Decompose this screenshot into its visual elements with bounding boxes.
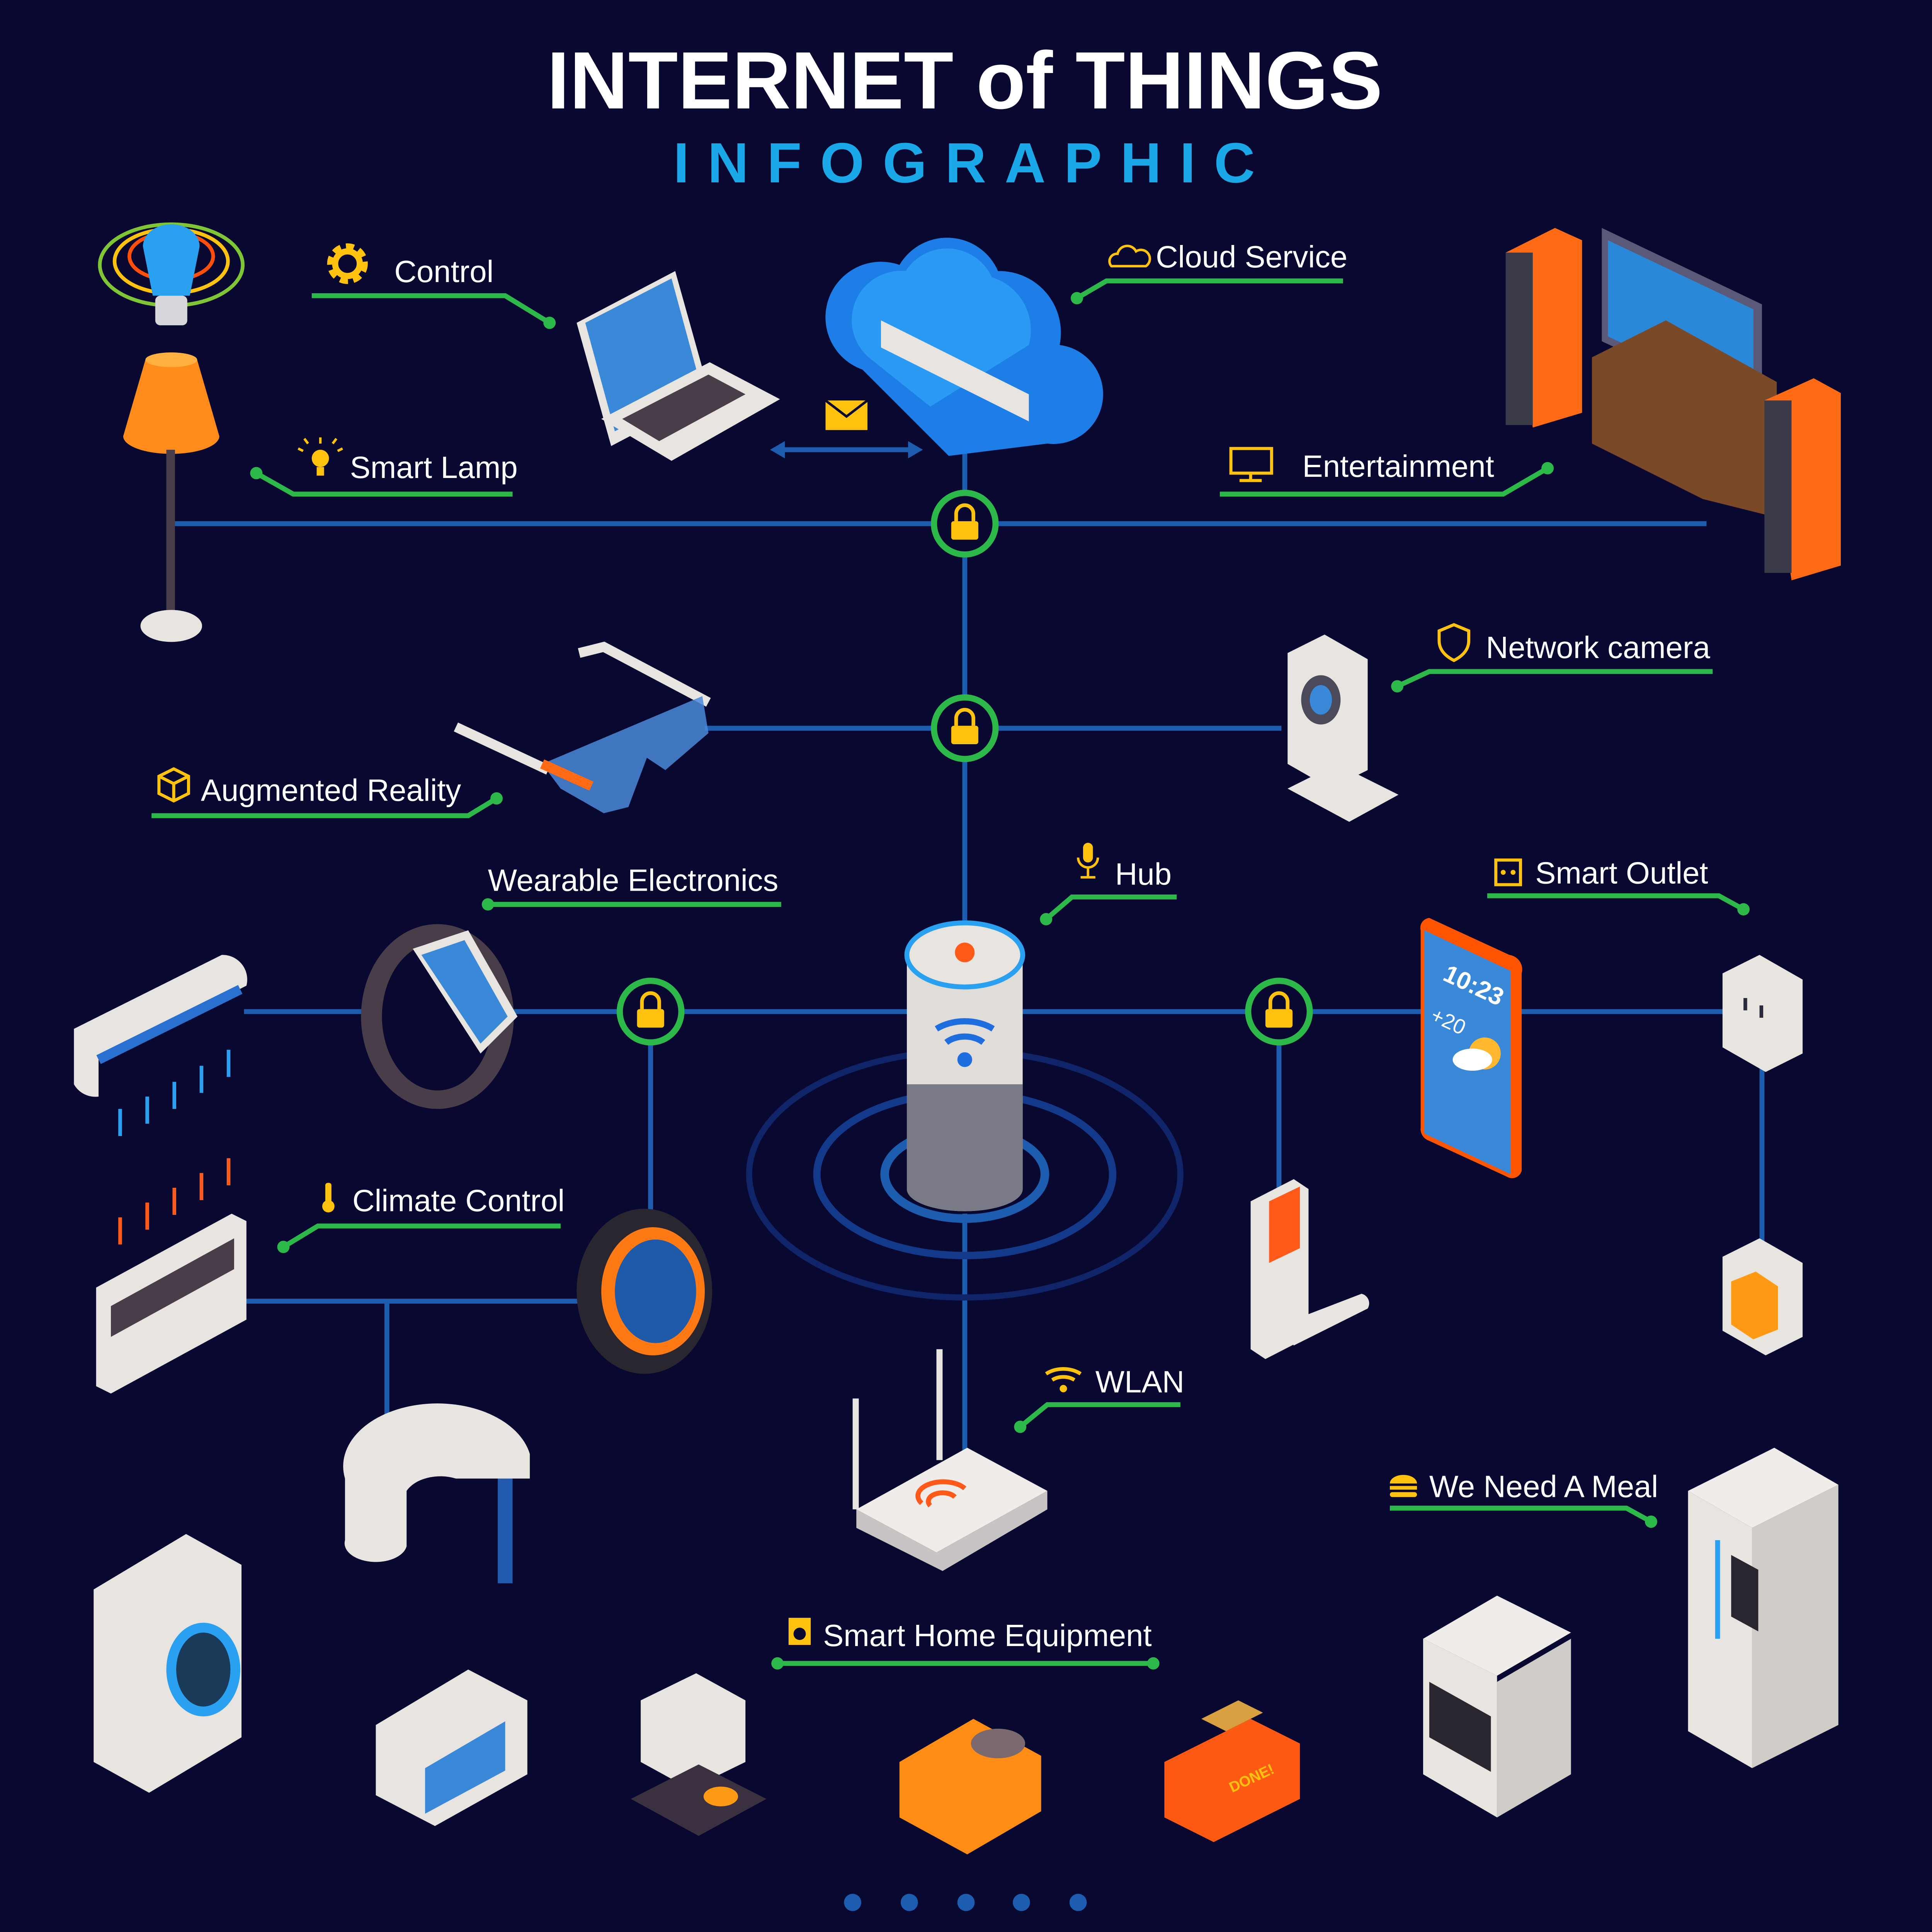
label-climate-control: Climate Control [352,1184,565,1218]
microphone-icon [1077,843,1099,879]
bidirectional-arrow [770,441,923,459]
label-cloud-service: Cloud Service [1156,240,1347,274]
network-camera [1287,634,1399,822]
refrigerator [1688,1447,1838,1768]
smart-thermostat [577,1209,713,1374]
page-subtitle: INFOGRAPHIC [673,131,1274,195]
robot-vacuum [899,1719,1041,1855]
washing-machine-icon [788,1617,811,1645]
label-network-camera: Network camera [1486,630,1711,665]
cloud-server [825,238,1103,456]
ar-glasses [454,641,711,813]
label-wearable-electronics: Wearable Electronics [488,863,779,897]
label-smart-lamp: Smart Lamp [350,450,518,485]
page-dot[interactable] [1013,1894,1030,1911]
smart-bulb [98,222,245,325]
label-entertainment: Entertainment [1303,449,1494,483]
outlet-icon [1494,858,1522,886]
label-hub: Hub [1115,857,1172,891]
toaster: DONE! [1164,1700,1300,1842]
light-switch [1722,1238,1803,1355]
cloud-icon [1108,245,1151,267]
smart-speaker-hub [904,920,1026,1211]
lock-node [1245,978,1313,1046]
lock-node [931,490,999,558]
shield-icon [1437,623,1471,662]
label-smart-home-equipment: Smart Home Equipment [823,1618,1152,1653]
label-augmented-reality: Augmented Reality [201,773,461,808]
pagination-dots[interactable] [844,1894,1087,1911]
label-control: Control [394,254,493,289]
washing-machine [94,1534,242,1793]
label-leaders [151,278,1750,1670]
cube-icon [157,767,190,803]
lock-node [931,694,999,762]
floor-lamp [123,352,219,642]
page-dot[interactable] [1069,1894,1087,1911]
label-wlan: WLAN [1095,1364,1184,1399]
smart-faucet [343,1403,530,1583]
lock-node [616,978,685,1046]
coffee-machine [631,1673,767,1836]
envelope-icon [825,399,868,430]
label-we-need-a-meal: We Need A Meal [1429,1469,1658,1503]
laptop [577,271,780,461]
wifi-icon [1045,1367,1082,1393]
page-dot[interactable] [957,1894,975,1911]
entertainment-system [1505,228,1841,580]
wifi-router [852,1349,1048,1571]
page-dot[interactable] [844,1894,861,1911]
smart-outlet [1722,955,1803,1072]
thermometer-icon [322,1183,335,1213]
lightbulb-icon [298,437,343,476]
smartphone: 10:23 +20 [1420,918,1522,1179]
smart-watch [361,924,518,1109]
air-conditioner [74,955,247,1245]
gear-icon [327,243,368,284]
smart-door-lock [1250,1179,1369,1359]
monitor-icon [1229,447,1273,482]
heater-radiator [96,1213,247,1394]
label-smart-outlet: Smart Outlet [1535,855,1708,890]
stove-oven [1423,1595,1571,1818]
burger-icon [1389,1475,1417,1497]
microwave [376,1669,527,1826]
page-title: INTERNET of THINGS [547,35,1383,126]
page-dot[interactable] [900,1894,918,1911]
